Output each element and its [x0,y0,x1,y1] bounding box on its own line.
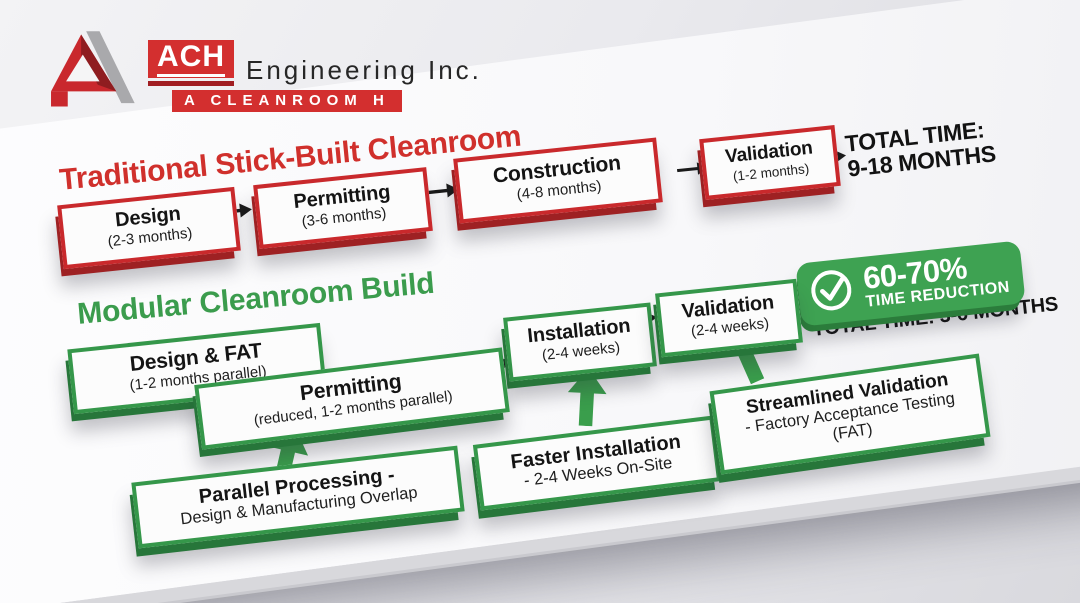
logo: ACH Engineering Inc. A CLEANROOM H [46,22,482,114]
logo-underline [148,81,234,86]
logo-company: Engineering Inc. [246,55,482,85]
logo-ach-block: ACH [148,40,234,86]
logo-ach: ACH [157,40,225,77]
time-reduction-badge: 60-70% TIME REDUCTION [795,240,1026,327]
logo-tagline: A CLEANROOM H [172,90,402,112]
logo-mark-icon [51,31,135,107]
logo-text: ACH Engineering Inc. A CLEANROOM H [148,40,482,112]
badge-text: 60-70% TIME REDUCTION [861,248,1011,311]
check-circle-icon [811,270,852,311]
arrow-up-icon [567,368,607,427]
